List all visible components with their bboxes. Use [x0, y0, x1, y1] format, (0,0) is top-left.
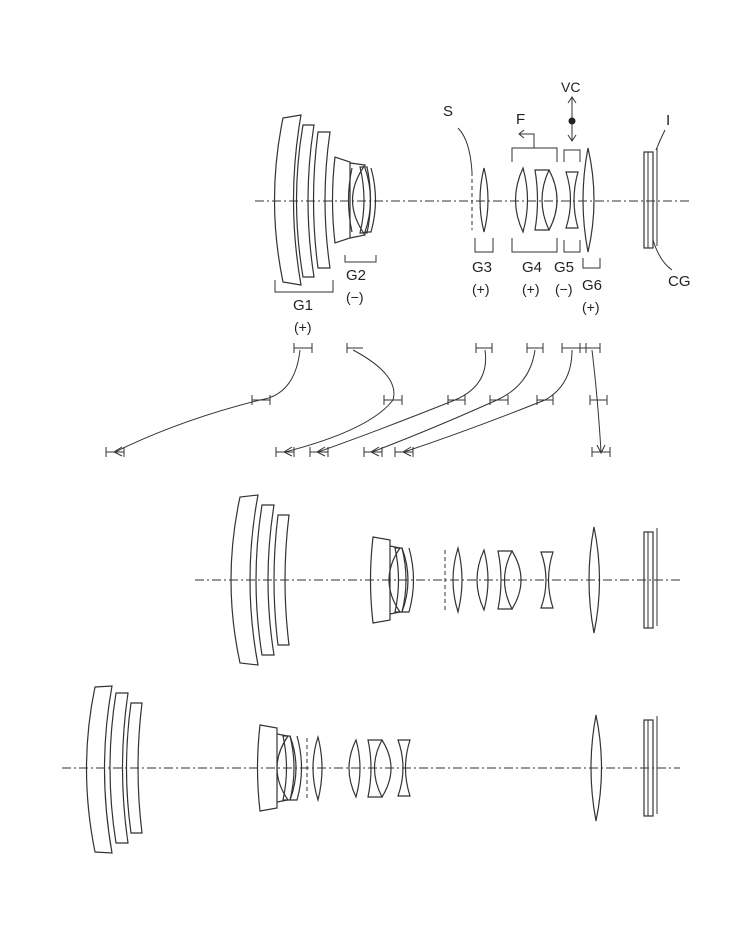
lens-group-g6-bottom — [590, 714, 603, 822]
lens-group-g5 — [565, 171, 579, 229]
cover-glass-bottom — [643, 716, 658, 817]
focus-arrow — [520, 133, 535, 148]
lens-group-g5-mid — [540, 551, 554, 609]
lens-group-g2-bottom — [256, 724, 303, 812]
vc-arrow — [567, 96, 577, 142]
lens-group-g2 — [331, 156, 377, 244]
bracket-g5 — [563, 240, 581, 253]
lens-group-g4 — [514, 166, 558, 234]
cover-glass-top — [643, 148, 658, 249]
lens-group-g1-mid — [230, 494, 290, 666]
lens-group-g2-mid — [369, 536, 415, 624]
markers-mid — [251, 395, 608, 405]
label-g4-sign: (+) — [522, 281, 540, 297]
zoom-trajectories — [105, 343, 611, 457]
label-g6-sign: (+) — [582, 299, 600, 315]
label-s: S — [443, 103, 453, 120]
label-g3-sign: (+) — [472, 281, 490, 297]
trajectory-g4 — [371, 349, 536, 453]
label-g1-sign: (+) — [294, 319, 312, 335]
lens-group-g3 — [479, 167, 489, 233]
label-g6: G6 — [582, 277, 602, 294]
label-g5-sign: (−) — [555, 281, 573, 297]
cover-glass-mid — [643, 528, 658, 629]
label-g3: G3 — [472, 259, 492, 276]
leader-s — [457, 127, 473, 173]
label-i: I — [666, 112, 670, 129]
label-cg: CG — [668, 273, 691, 290]
label-f: F — [516, 111, 525, 128]
lens-group-g3-mid — [452, 545, 463, 615]
markers-wide — [293, 343, 601, 353]
lens-group-g1-bottom — [85, 685, 143, 854]
lens-group-g4-bottom — [348, 738, 392, 799]
lens-config-middle — [195, 494, 680, 666]
bracket-g4-top — [511, 147, 558, 162]
trajectory-g2 — [284, 349, 395, 453]
lens-group-g6-mid — [588, 526, 601, 634]
label-g5: G5 — [554, 259, 574, 276]
label-g4: G4 — [522, 259, 542, 276]
bracket-g6 — [582, 258, 601, 269]
bracket-g3 — [474, 238, 494, 253]
bracket-g1 — [274, 280, 334, 293]
bracket-g5-top — [563, 149, 581, 162]
trajectory-g6 — [591, 349, 602, 453]
bracket-g4 — [511, 238, 558, 253]
lens-group-g6 — [582, 147, 595, 253]
trajectory-g5 — [403, 349, 573, 453]
lens-config-bottom — [62, 685, 680, 854]
leader-i — [655, 129, 666, 151]
label-g1: G1 — [293, 297, 313, 314]
lens-group-g4-mid — [476, 548, 522, 612]
lens-group-g3-bottom — [312, 734, 323, 803]
bracket-g2 — [344, 255, 377, 263]
lens-group-g1 — [273, 114, 331, 286]
leader-cg — [652, 239, 673, 271]
markers-tele — [105, 447, 611, 457]
lens-group-g5-bottom — [397, 739, 411, 797]
label-g2-sign: (−) — [346, 289, 364, 305]
lens-config-top: S F VC I CG G1 (+) G2 (−) G3 (+) G4 (+) … — [255, 79, 691, 335]
label-g2: G2 — [346, 267, 366, 284]
trajectory-g3 — [317, 349, 487, 453]
label-vc: VC — [561, 79, 580, 95]
trajectory-g1 — [114, 349, 301, 453]
